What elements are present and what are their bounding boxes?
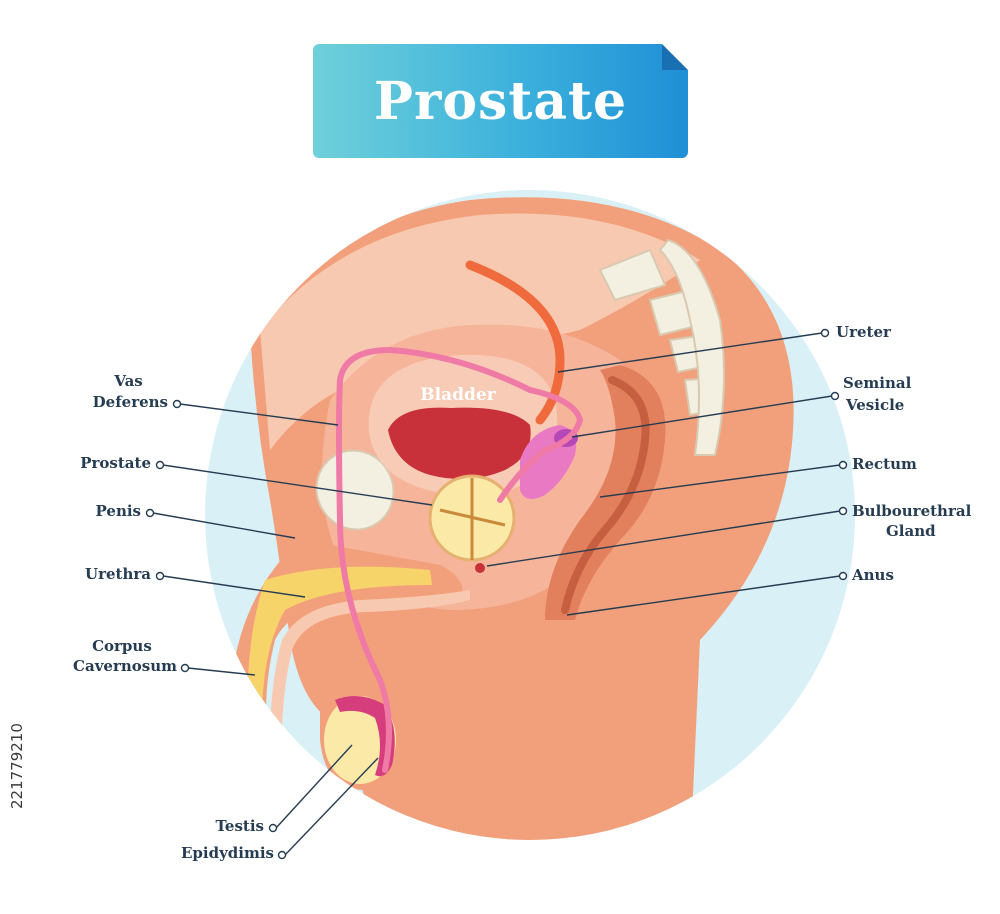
rectum bbox=[545, 365, 666, 620]
vas-deferens bbox=[336, 346, 584, 773]
rectum-inner bbox=[561, 376, 650, 614]
label-testis: Testis bbox=[215, 817, 264, 835]
bladder-inner bbox=[388, 407, 531, 479]
label-rectum: Rectum bbox=[852, 455, 917, 473]
label-urethra: Urethra bbox=[85, 565, 151, 583]
corpus-cavernosum bbox=[247, 566, 432, 720]
label-penis: Penis bbox=[96, 502, 141, 520]
spine-bones bbox=[598, 238, 725, 456]
label-prostate: Prostate bbox=[80, 454, 151, 472]
ureter bbox=[465, 260, 565, 425]
label-ureter: Ureter bbox=[836, 323, 892, 341]
label-seminal-vesicle: Seminal Vesicle bbox=[843, 374, 917, 414]
title-banner: Prostate bbox=[313, 44, 688, 158]
label-corpus-cavernosum: Corpus Cavernosum bbox=[73, 637, 177, 675]
label-bulbourethral-gland: Bulbourethral Gland bbox=[852, 502, 977, 540]
page-title: Prostate bbox=[373, 70, 628, 132]
label-epididymis: Epidydimis bbox=[181, 844, 274, 862]
label-dots bbox=[145, 328, 848, 860]
bulbourethral-gland bbox=[475, 563, 485, 573]
label-vas-deferens: Vas Deferens bbox=[93, 372, 168, 411]
pubic-bone bbox=[315, 449, 395, 531]
banner-fold bbox=[662, 44, 688, 70]
bladder-label: Bladder bbox=[420, 385, 496, 405]
prostate-urethra bbox=[439, 478, 506, 560]
epididymis bbox=[335, 696, 395, 777]
stock-id: 221779210 bbox=[8, 723, 26, 809]
leader-lines bbox=[152, 332, 841, 856]
label-anus: Anus bbox=[851, 566, 894, 584]
